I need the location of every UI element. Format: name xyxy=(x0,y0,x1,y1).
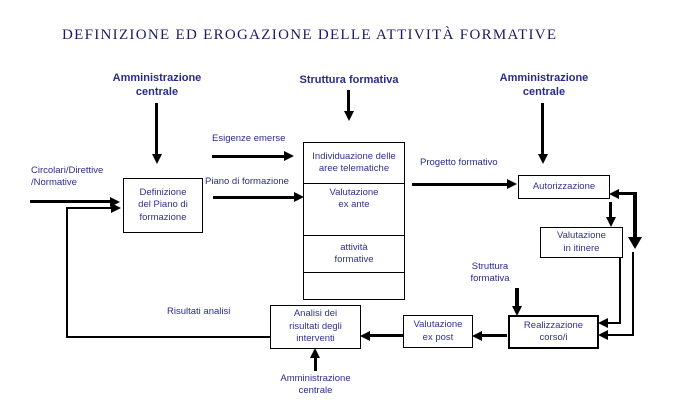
arrow-circolari-shaft xyxy=(30,200,110,203)
arrow-into-autorizzazione-shaft xyxy=(618,192,637,195)
section-individuazione-aree: Individuazione delle aree telematiche xyxy=(312,150,396,174)
header-amministrazione-centrale-right: Amministrazione centrale xyxy=(499,72,589,98)
arrow-itinere-into-realizzazione-head xyxy=(598,318,608,328)
label-risultati-analisi: Risultati analisi xyxy=(167,306,231,317)
arrow-admin-bottom-head xyxy=(310,348,320,358)
section-empty xyxy=(304,272,404,299)
arrow-esigenze-shaft xyxy=(212,155,284,158)
arrow-struttura-shaft xyxy=(347,90,350,112)
arrow-admin-right-shaft xyxy=(541,103,544,156)
arrow-expost-analisi-head xyxy=(360,331,370,341)
arrow-autorizzazione-itinere-head xyxy=(606,217,616,227)
label-struttura-formativa-bottom: Struttura formativa xyxy=(470,261,510,285)
arrow-progetto-head xyxy=(507,179,517,189)
box-realizzazione-corsi: Realizzazione corso/i xyxy=(508,315,599,349)
feedback-line-head xyxy=(111,203,121,213)
arrow-admin-right-head xyxy=(538,154,548,164)
line-itinere-horizontal xyxy=(607,322,620,324)
arrow-admin-left-head xyxy=(152,154,162,164)
box-definizione-piano-formazione: Definizione del Piano di formazione xyxy=(123,178,203,233)
box-valutazione-in-itinere: Valutazione in itinere xyxy=(540,227,623,258)
box-analisi-risultati: Analisi dei risultati degli interventi xyxy=(270,305,361,349)
section-valutazione-ex-ante: Valutazione ex ante xyxy=(304,183,404,235)
label-circolari-direttive-normative: Circolari/Direttive /Normative xyxy=(31,165,104,189)
arrow-struttura-bottom-head xyxy=(512,306,522,316)
label-amministrazione-centrale-bottom: Amministrazione centrale xyxy=(280,373,351,397)
arrow-circolari-head xyxy=(110,197,120,207)
arrow-realizzazione-expost-head xyxy=(472,331,482,341)
arrow-into-autorizzazione-head xyxy=(609,189,619,199)
box-valutazione-ex-post: Valutazione ex post xyxy=(403,315,473,348)
arrow-right-thick-down-shaft xyxy=(633,192,637,238)
line-outer-vertical xyxy=(632,252,634,336)
arrow-piano-shaft xyxy=(213,196,294,199)
arrow-progetto-shaft xyxy=(412,183,507,186)
arrow-autorizzazione-itinere-shaft xyxy=(609,202,612,218)
diagram-title: DEFINIZIONE ED EROGAZIONE DELLE ATTIVITÀ… xyxy=(62,27,558,43)
feedback-line-vertical xyxy=(66,208,68,338)
box-stack-struttura-formativa: Individuazione delle aree telematiche Va… xyxy=(303,142,405,300)
arrow-admin-left-shaft xyxy=(155,103,158,156)
arrow-expost-analisi-shaft xyxy=(370,334,403,337)
line-outer-horizontal xyxy=(607,334,633,336)
arrow-right-thick-down-head xyxy=(628,237,642,249)
arrow-admin-bottom-shaft xyxy=(314,357,317,371)
box-autorizzazione: Autorizzazione xyxy=(518,175,610,199)
arrow-outer-into-realizzazione-head xyxy=(598,330,608,340)
label-piano-di-formazione: Piano di formazione xyxy=(205,176,289,187)
arrow-piano-head xyxy=(294,192,304,202)
feedback-line-top xyxy=(66,207,111,209)
feedback-line-bottom xyxy=(66,336,270,338)
label-esigenze-emerse: Esigenze emerse xyxy=(212,133,286,144)
arrow-struttura-bottom-shaft xyxy=(515,288,519,307)
section-attivita-formative: attività formative xyxy=(304,235,404,272)
header-struttura-formativa: Struttura formativa xyxy=(299,74,399,86)
label-progetto-formativo: Progetto formativo xyxy=(420,157,498,168)
line-itinere-vertical xyxy=(619,258,621,324)
header-amministrazione-centrale-left: Amministrazione centrale xyxy=(112,72,202,98)
arrow-esigenze-head xyxy=(284,151,294,161)
arrow-realizzazione-expost-shaft xyxy=(481,334,507,337)
arrow-struttura-head xyxy=(344,111,354,121)
